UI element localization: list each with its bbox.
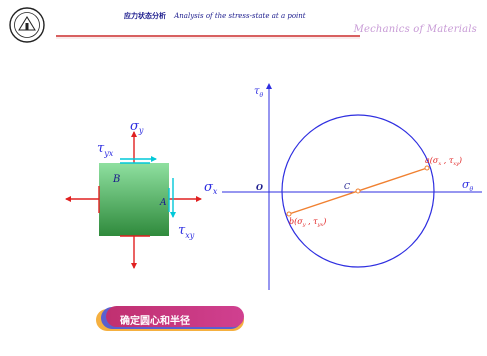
header-title-en: Analysis of the stress-state at a point bbox=[174, 12, 306, 20]
header-title: 应力状态分析 Analysis of the stress-state at a… bbox=[124, 11, 306, 21]
pill-button-shape bbox=[96, 306, 244, 331]
tau-axis-label: τθ bbox=[254, 86, 264, 99]
tau-yx-label: τyx bbox=[97, 141, 114, 158]
face-b-label: B bbox=[112, 174, 120, 185]
point-b-label: b(σy , τyx) bbox=[289, 217, 326, 228]
header-title-cn: 应力状态分析 bbox=[124, 12, 166, 20]
university-seal-logo bbox=[9, 7, 45, 43]
tau-xy-label: τxy bbox=[178, 223, 195, 240]
sigma-axis-label: σθ bbox=[462, 178, 474, 193]
point-a-label: a(σx , τxy) bbox=[425, 156, 462, 167]
determine-center-radius-button[interactable]: 确定圆心和半径 bbox=[120, 316, 190, 327]
origin-label: O bbox=[256, 182, 263, 192]
stress-element: B A σy τyx σx τxy bbox=[65, 119, 218, 269]
point-a-marker bbox=[424, 165, 430, 171]
mohr-circle bbox=[281, 114, 435, 268]
center-label: C bbox=[344, 182, 350, 191]
brand-wordmark: Mechanics of Materials bbox=[353, 24, 477, 35]
face-a-label: A bbox=[159, 198, 167, 208]
point-b-marker bbox=[286, 211, 292, 217]
mohr-circle-plot: τθ σθ O C a(σx , τxy) b(σy , τyx) bbox=[222, 83, 482, 290]
sigma-x-label: σx bbox=[204, 180, 218, 196]
element-square bbox=[99, 163, 169, 236]
center-point bbox=[355, 188, 361, 194]
sigma-y-label: σy bbox=[130, 119, 144, 135]
